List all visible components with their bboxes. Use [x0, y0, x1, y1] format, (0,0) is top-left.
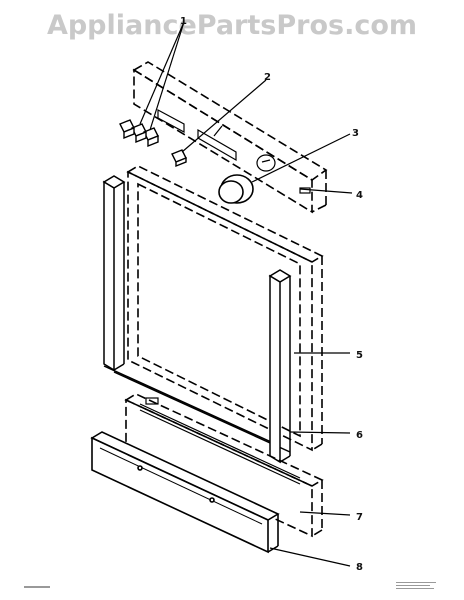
site-watermark: AppliancePartsPros.com	[46, 10, 418, 41]
callout-7: 7	[356, 512, 363, 523]
callout-8: 8	[356, 562, 363, 573]
corner-print-mark-right	[396, 580, 440, 589]
door-frame-part	[126, 165, 324, 452]
push-buttons-part	[119, 119, 159, 148]
callout-5: 5	[356, 350, 363, 361]
lower-panel-part	[124, 393, 324, 538]
lower-panel-details	[139, 397, 301, 485]
callout-labels: 1 2 3 4 5 6 7 8	[180, 16, 363, 573]
control-panel-part	[132, 61, 328, 214]
side-trim-right-part	[268, 269, 292, 464]
leader-lines	[139, 21, 353, 567]
small-knob-part	[171, 149, 187, 168]
control-panel-details	[157, 108, 311, 194]
callout-3: 3	[352, 128, 359, 139]
kick-plate-part	[90, 431, 280, 554]
callout-1: 1	[180, 16, 187, 27]
callout-4: 4	[356, 190, 363, 201]
corner-print-mark-left	[24, 584, 54, 588]
large-knob-part	[218, 174, 254, 204]
side-trim-left-part	[102, 175, 291, 453]
callout-2: 2	[264, 72, 271, 83]
callout-6: 6	[356, 430, 363, 441]
